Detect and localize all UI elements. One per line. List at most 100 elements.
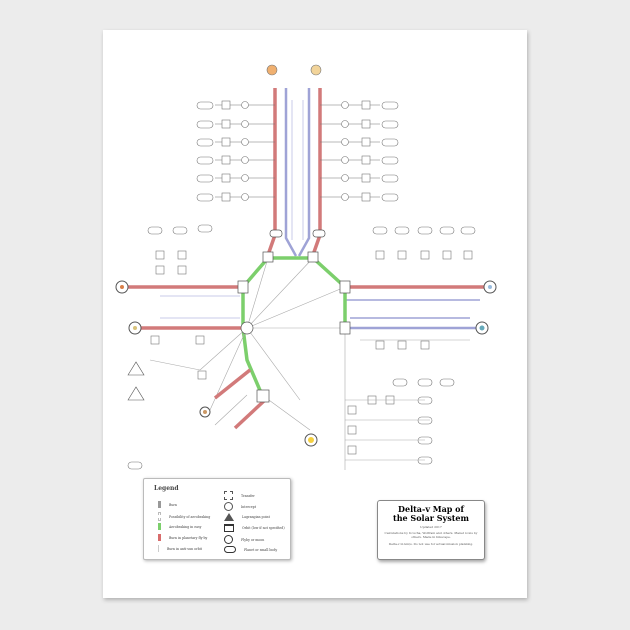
moon-orbit-node bbox=[361, 100, 371, 110]
node-jupiter-transfer bbox=[262, 251, 274, 263]
legend-label: Transfer bbox=[241, 493, 255, 498]
legend-box: Legend Burn Possibility of aerobraking A… bbox=[143, 478, 291, 560]
transfer-lines bbox=[149, 257, 470, 470]
left-blue-trunk bbox=[284, 88, 298, 257]
orbit-node bbox=[150, 335, 160, 345]
orbit-node bbox=[397, 250, 407, 260]
legend-item: Intercept bbox=[224, 502, 256, 511]
moon-rows bbox=[127, 100, 476, 470]
moon-orbit-node bbox=[221, 119, 231, 129]
moon-orbit-node bbox=[361, 119, 371, 129]
bottom-red-branches bbox=[213, 368, 267, 430]
orbit-node bbox=[463, 250, 473, 260]
orbit-node bbox=[347, 425, 357, 435]
transfer-icon bbox=[224, 491, 233, 500]
orbit-node bbox=[347, 445, 357, 455]
moon-intercept-node bbox=[241, 156, 249, 164]
moon-orbit-node bbox=[361, 173, 371, 183]
moon-node bbox=[196, 174, 214, 183]
legend-item: Possibility of aerobraking bbox=[158, 512, 210, 521]
moon-node bbox=[381, 138, 399, 147]
legend-item: Orbit (low if not specified) bbox=[224, 524, 285, 532]
legend-item: Lagrangian point bbox=[224, 513, 270, 521]
body-node bbox=[392, 378, 408, 387]
legend-item: Transfer bbox=[224, 491, 255, 500]
moon-orbit-node bbox=[361, 192, 371, 202]
node-earth bbox=[240, 321, 254, 335]
body-node bbox=[417, 226, 433, 235]
body-node bbox=[417, 416, 433, 425]
legend-label: Lagrangian point bbox=[242, 515, 270, 519]
moon-orbit-node bbox=[361, 155, 371, 165]
moon-intercept-node bbox=[341, 174, 349, 182]
node-mercury-transfer bbox=[256, 389, 270, 403]
legend-label: Orbit (low if not specified) bbox=[242, 526, 285, 530]
orbit-node bbox=[375, 250, 385, 260]
planet-arms bbox=[120, 285, 490, 330]
moon-node bbox=[381, 174, 399, 183]
legend-label: Burn in anti-sun orbit bbox=[167, 546, 202, 551]
moon-intercept-node bbox=[241, 138, 249, 146]
moon-node bbox=[196, 120, 214, 129]
body-node bbox=[394, 226, 410, 235]
moon-intercept-node bbox=[241, 193, 249, 201]
flyby-icon bbox=[224, 535, 233, 544]
node-neptune-transfer bbox=[339, 321, 351, 335]
moon-orbit-node bbox=[221, 100, 231, 110]
title-line-1: Delta-v Map of bbox=[398, 504, 464, 514]
body-node bbox=[127, 461, 143, 470]
moon-intercept-node bbox=[341, 120, 349, 128]
moon-intercept-node bbox=[241, 120, 249, 128]
moon-node bbox=[381, 156, 399, 165]
intercept-icon bbox=[224, 502, 233, 511]
disclaimer-text: Delta-v in km/s. Do not use for actual m… bbox=[388, 542, 474, 546]
orbit-node bbox=[197, 370, 207, 380]
moon-intercept-node bbox=[241, 174, 249, 182]
junction-nodes bbox=[237, 229, 351, 403]
moon-orbit-node bbox=[221, 173, 231, 183]
legend-item: Flyby or moon bbox=[224, 535, 264, 544]
moon-node bbox=[196, 101, 214, 110]
orbit-node bbox=[420, 250, 430, 260]
legend-item: Burn in anti-sun orbit bbox=[158, 545, 202, 552]
planet-icons bbox=[115, 64, 497, 447]
moon-node bbox=[196, 138, 214, 147]
orbit-node bbox=[420, 340, 430, 350]
moon-orbit-node bbox=[221, 137, 231, 147]
lagrange-point-icon bbox=[127, 361, 145, 401]
node-saturn-transfer bbox=[307, 251, 319, 263]
orbit-node bbox=[177, 250, 187, 260]
legend-item: Planet or small body bbox=[224, 546, 277, 553]
moon-intercept-node bbox=[241, 101, 249, 109]
node-saturn-capture bbox=[312, 229, 326, 238]
moon-orbit-node bbox=[361, 137, 371, 147]
moon-intercept-node bbox=[341, 101, 349, 109]
orbit-node bbox=[442, 250, 452, 260]
legend-label: Burn bbox=[169, 502, 177, 507]
moon-orbit-node bbox=[221, 192, 231, 202]
lagrange-icon bbox=[224, 513, 234, 521]
body-node bbox=[439, 378, 455, 387]
body-node bbox=[417, 378, 433, 387]
moon-node bbox=[381, 120, 399, 129]
body-node bbox=[372, 226, 388, 235]
node-jupiter-capture bbox=[269, 229, 283, 238]
legend-label: Possibility of aerobraking bbox=[169, 514, 211, 519]
legend-item: Burn bbox=[158, 501, 177, 508]
body-node bbox=[417, 456, 433, 465]
orbit-node bbox=[375, 340, 385, 350]
moon-node bbox=[381, 193, 399, 202]
right-blue-trunk bbox=[297, 88, 311, 257]
body-node bbox=[417, 436, 433, 445]
legend-item: Aerobraking in easy bbox=[158, 523, 201, 530]
legend-label: Aerobraking in easy bbox=[169, 524, 202, 529]
moon-intercept-node bbox=[341, 138, 349, 146]
moon-node bbox=[381, 101, 399, 110]
planet-icon bbox=[224, 546, 236, 553]
body-node bbox=[197, 224, 213, 233]
orbit-node bbox=[177, 265, 187, 275]
orbit-node bbox=[397, 340, 407, 350]
moon-intercept-node bbox=[341, 193, 349, 201]
node-mars-transfer bbox=[237, 280, 249, 294]
